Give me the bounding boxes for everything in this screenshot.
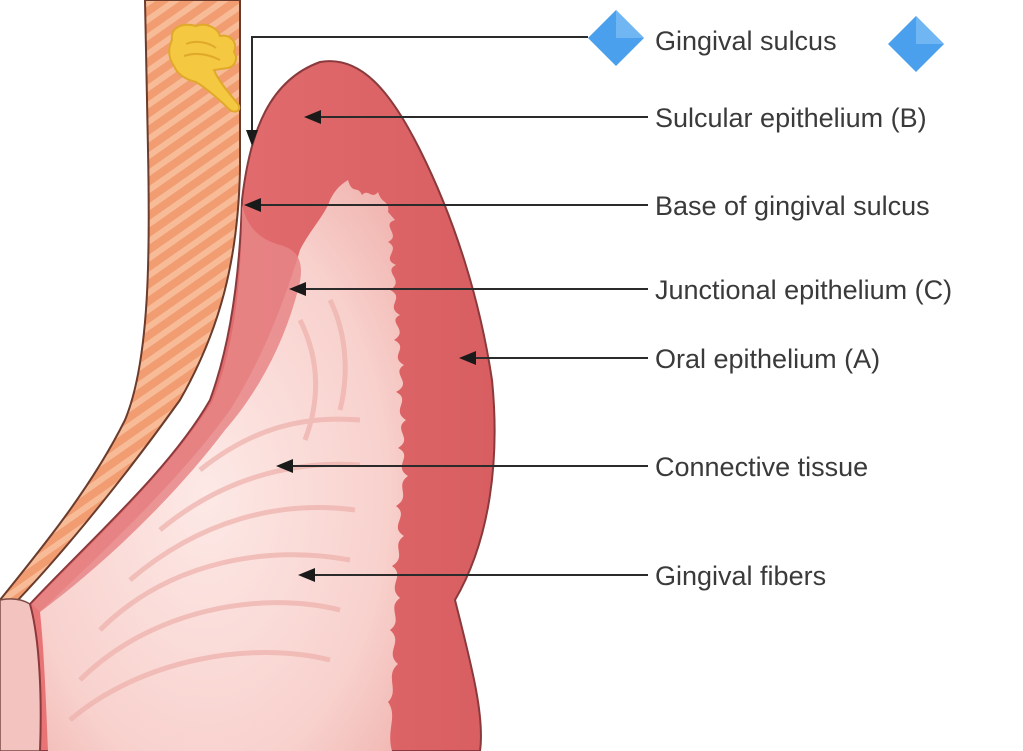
blue-diamond-icon (888, 16, 944, 72)
label-gingival-sulcus: Gingival sulcus (655, 26, 837, 56)
leader-lines (244, 36, 648, 582)
label-connective-tissue: Connective tissue (655, 452, 868, 482)
connective-tissue-region (40, 180, 408, 751)
label-oral-epithelium: Oral epithelium (A) (655, 344, 880, 374)
label-base-of-gingival-sulcus: Base of gingival sulcus (655, 191, 930, 221)
pointing-hand-icon (168, 23, 241, 113)
gingival-fibers-arcs (68, 298, 361, 722)
label-gingival-fibers: Gingival fibers (655, 561, 826, 591)
label-sulcular-epithelium: Sulcular epithelium (B) (655, 103, 927, 133)
tooth-surface (0, 0, 241, 751)
junctional-epithelium-region (32, 205, 301, 612)
gingiva-tissue (28, 60, 496, 751)
label-junctional-epithelium: Junctional epithelium (C) (655, 275, 952, 305)
blue-diamond-icon (588, 10, 644, 66)
diagram-labels: Gingival sulcus Sulcular epithelium (B) … (655, 26, 952, 591)
